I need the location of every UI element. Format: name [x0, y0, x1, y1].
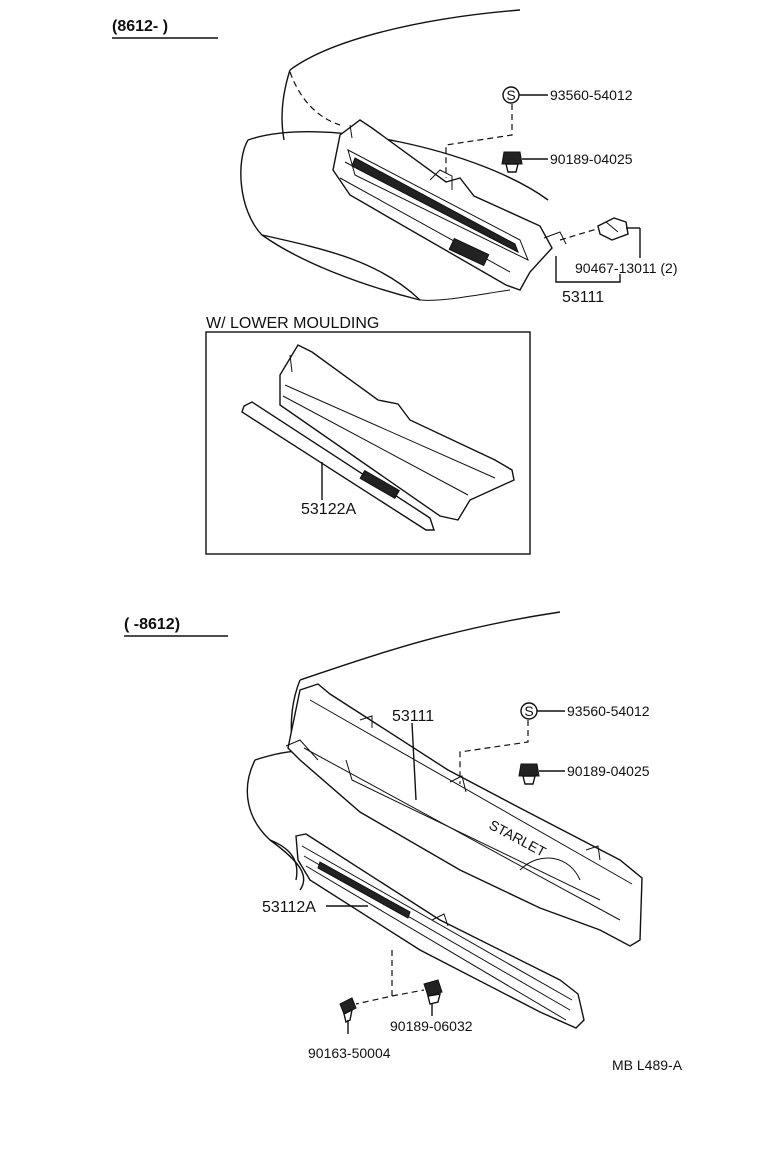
footer-code: MB L489-A	[612, 1057, 683, 1073]
bottom-grille: STARLET	[285, 683, 643, 947]
top-clip-s-label: 93560-54012	[550, 87, 633, 103]
svg-text:S: S	[506, 87, 515, 103]
bottom-grille-label: 53111	[392, 708, 434, 725]
top-car-body	[240, 9, 549, 301]
bottom-clip-s-label: 93560-54012	[567, 703, 650, 719]
top-nut-label: 90189-04025	[550, 151, 633, 167]
bottom-nut-label: 90189-04025	[567, 763, 650, 779]
bottom-screw-label: 90163-50004	[308, 1045, 391, 1061]
inset-grille	[279, 344, 515, 521]
inset-title: W/ LOWER MOULDING	[206, 315, 379, 332]
top-side-clip-icon	[597, 217, 629, 241]
top-side-clip-label: 90467-13011 (2)	[575, 260, 677, 276]
top-leader-dash	[445, 104, 513, 178]
bottom-screw-icon	[339, 997, 357, 1024]
bottom-lower-dash-a	[355, 950, 393, 1005]
top-nut-icon	[501, 151, 523, 173]
top-range-label: (8612- )	[112, 18, 168, 35]
bottom-lower-dash-b	[391, 989, 425, 997]
bottom-lower-grille	[295, 833, 585, 1029]
top-side-dash	[559, 227, 601, 241]
bottom-grille-leader	[411, 722, 417, 801]
bottom-range-label: ( -8612)	[124, 616, 180, 633]
bottom-nut-icon	[518, 763, 540, 785]
bottom-lower-nut-label: 90189-06032	[390, 1018, 473, 1034]
bottom-s-clip-icon: S	[520, 702, 538, 720]
top-grille-bracket	[555, 256, 621, 283]
svg-text:S: S	[524, 703, 533, 719]
bottom-lower-grille-label: 53112A	[262, 899, 316, 916]
top-grille	[332, 119, 567, 291]
bottom-leader-dash	[459, 720, 529, 784]
inset-frame	[205, 331, 531, 555]
inset-moulding-label: 53122A	[301, 501, 356, 518]
bottom-lower-nut-icon	[423, 979, 443, 1005]
top-s-clip-icon: S	[502, 86, 520, 104]
inset-moulding	[241, 401, 435, 531]
top-grille-label: 53111	[562, 289, 604, 306]
